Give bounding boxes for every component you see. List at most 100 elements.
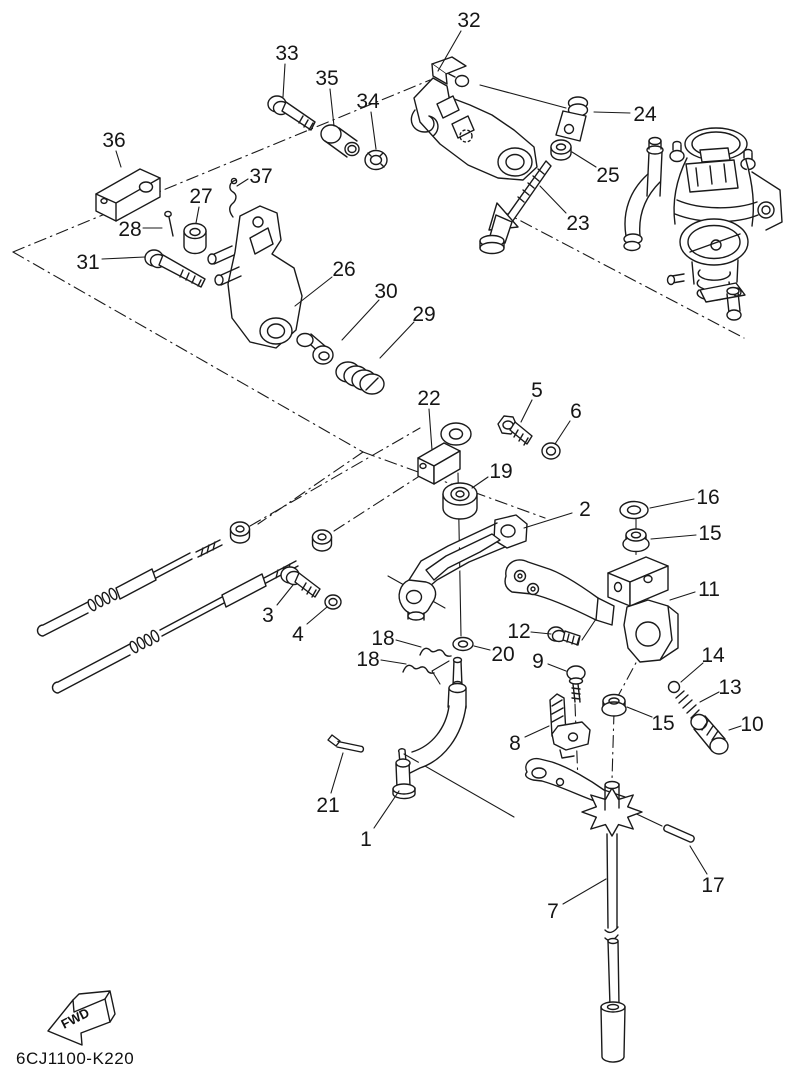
part-number-7: 7 <box>547 900 559 923</box>
part-29-spring-drawing <box>335 361 385 395</box>
callout-leader-33 <box>282 63 286 98</box>
part-22-cable-end-drawing <box>417 422 472 485</box>
callout-leader-11 <box>669 591 696 601</box>
part-19-roller-drawing <box>442 482 478 520</box>
part-20-washer-drawing <box>452 636 474 652</box>
part-33-bolt-drawing <box>267 95 316 131</box>
callout-leader-18a <box>395 639 422 648</box>
part-28-pin-drawing <box>164 210 174 237</box>
part-36-cable-end-drawing <box>95 168 161 222</box>
part-6-washer-drawing <box>541 442 561 460</box>
part-18-clip-a-drawing <box>419 647 452 657</box>
part-number-29: 29 <box>412 303 435 326</box>
part-18-clip-b-drawing <box>402 660 450 685</box>
part-13-spring-drawing <box>675 690 702 723</box>
callout-leader-29 <box>379 321 415 359</box>
callout-leader-31 <box>101 256 146 260</box>
callout-leader-26 <box>294 276 333 307</box>
part-number-2: 2 <box>579 498 591 521</box>
callout-leader-37 <box>236 178 249 187</box>
callout-leader-30 <box>341 299 380 341</box>
part-2-lever-drawing <box>398 514 528 621</box>
part-1-arm-drawing <box>392 656 467 800</box>
part-number-15a: 15 <box>698 522 721 545</box>
part-31-bolt-drawing <box>144 249 206 288</box>
part-number-15b: 15 <box>651 712 674 735</box>
part-15-nut-lower-drawing <box>601 693 627 717</box>
part-10-plug-drawing <box>690 713 729 755</box>
reference-line-8 <box>479 84 567 109</box>
part-number-13: 13 <box>718 676 741 699</box>
callout-leader-21 <box>330 752 344 794</box>
part-number-35: 35 <box>315 67 338 90</box>
reference-line-7 <box>499 209 745 339</box>
part-number-18b: 18 <box>356 648 379 671</box>
part-number-18a: 18 <box>371 627 394 650</box>
reference-line-14 <box>574 703 579 783</box>
part-number-9: 9 <box>532 650 544 673</box>
callout-leader-7 <box>562 878 607 905</box>
callout-leader-18b <box>380 659 407 665</box>
callout-leader-32 <box>437 30 462 72</box>
part-5-bolt-drawing <box>497 415 533 446</box>
part-number-24: 24 <box>633 103 657 126</box>
parts-artwork <box>36 56 783 1063</box>
callout-leader-17 <box>689 845 708 875</box>
part-14-ball-drawing <box>667 680 681 694</box>
callout-leader-27 <box>195 206 200 224</box>
throttle-body-drawing <box>623 127 783 321</box>
part-4-washer-drawing <box>324 594 342 610</box>
part-34-washer-drawing <box>364 149 388 171</box>
part-number-11: 11 <box>698 578 720 601</box>
part-number-27: 27 <box>189 185 212 208</box>
part-number-4: 4 <box>292 623 304 646</box>
callout-leader-12 <box>530 631 552 635</box>
callout-leader-8 <box>524 725 550 738</box>
throttle-cable-upper-drawing <box>36 539 223 637</box>
part-number-14: 14 <box>701 644 725 667</box>
callout-leader-15a <box>650 534 697 540</box>
part-number-1: 1 <box>360 828 372 851</box>
part-number-23: 23 <box>566 212 589 235</box>
part-number-32: 32 <box>457 9 480 32</box>
callout-leader-15b <box>626 706 653 718</box>
callout-leader-20 <box>473 645 491 651</box>
part-9-bolt-drawing <box>566 665 586 703</box>
drawing-code: 6CJ1100-K220 <box>16 1049 134 1068</box>
part-8-link-drawing <box>549 693 591 759</box>
part-32-bracket-drawing <box>410 56 538 181</box>
part-number-36: 36 <box>102 129 125 152</box>
part-number-5: 5 <box>531 379 543 402</box>
callout-leader-6 <box>554 420 571 445</box>
part-number-20: 20 <box>491 643 514 666</box>
part-17-pin-drawing <box>663 824 695 843</box>
reference-line-1 <box>12 79 431 253</box>
part-number-3: 3 <box>262 604 274 627</box>
part-27-bushing-drawing <box>183 222 207 255</box>
callout-leader-5 <box>520 399 533 423</box>
part-number-31: 31 <box>76 251 99 274</box>
part-37-cotter-pin-drawing <box>229 177 238 218</box>
part-number-16: 16 <box>696 486 719 509</box>
reference-line-4 <box>257 451 364 525</box>
part-number-6: 6 <box>570 400 582 423</box>
part-12-screw-drawing <box>547 626 581 646</box>
callout-leader-36 <box>115 150 122 168</box>
part-number-17: 17 <box>701 874 724 897</box>
callout-leader-34 <box>370 111 377 150</box>
callout-leader-35 <box>329 88 335 127</box>
callout-leader-24 <box>593 111 631 114</box>
part-15-bushing-upper-drawing <box>622 528 650 553</box>
part-number-10: 10 <box>740 713 763 736</box>
part-30-bushing-drawing <box>296 332 334 365</box>
part-number-19: 19 <box>489 460 512 483</box>
callout-leader-10 <box>728 725 742 731</box>
part-number-21: 21 <box>316 794 339 817</box>
part-number-37: 37 <box>249 165 272 188</box>
part-26-bracket-drawing <box>207 205 303 349</box>
cable-nut-lower-drawing <box>311 529 333 552</box>
callout-leader-25 <box>571 151 597 168</box>
